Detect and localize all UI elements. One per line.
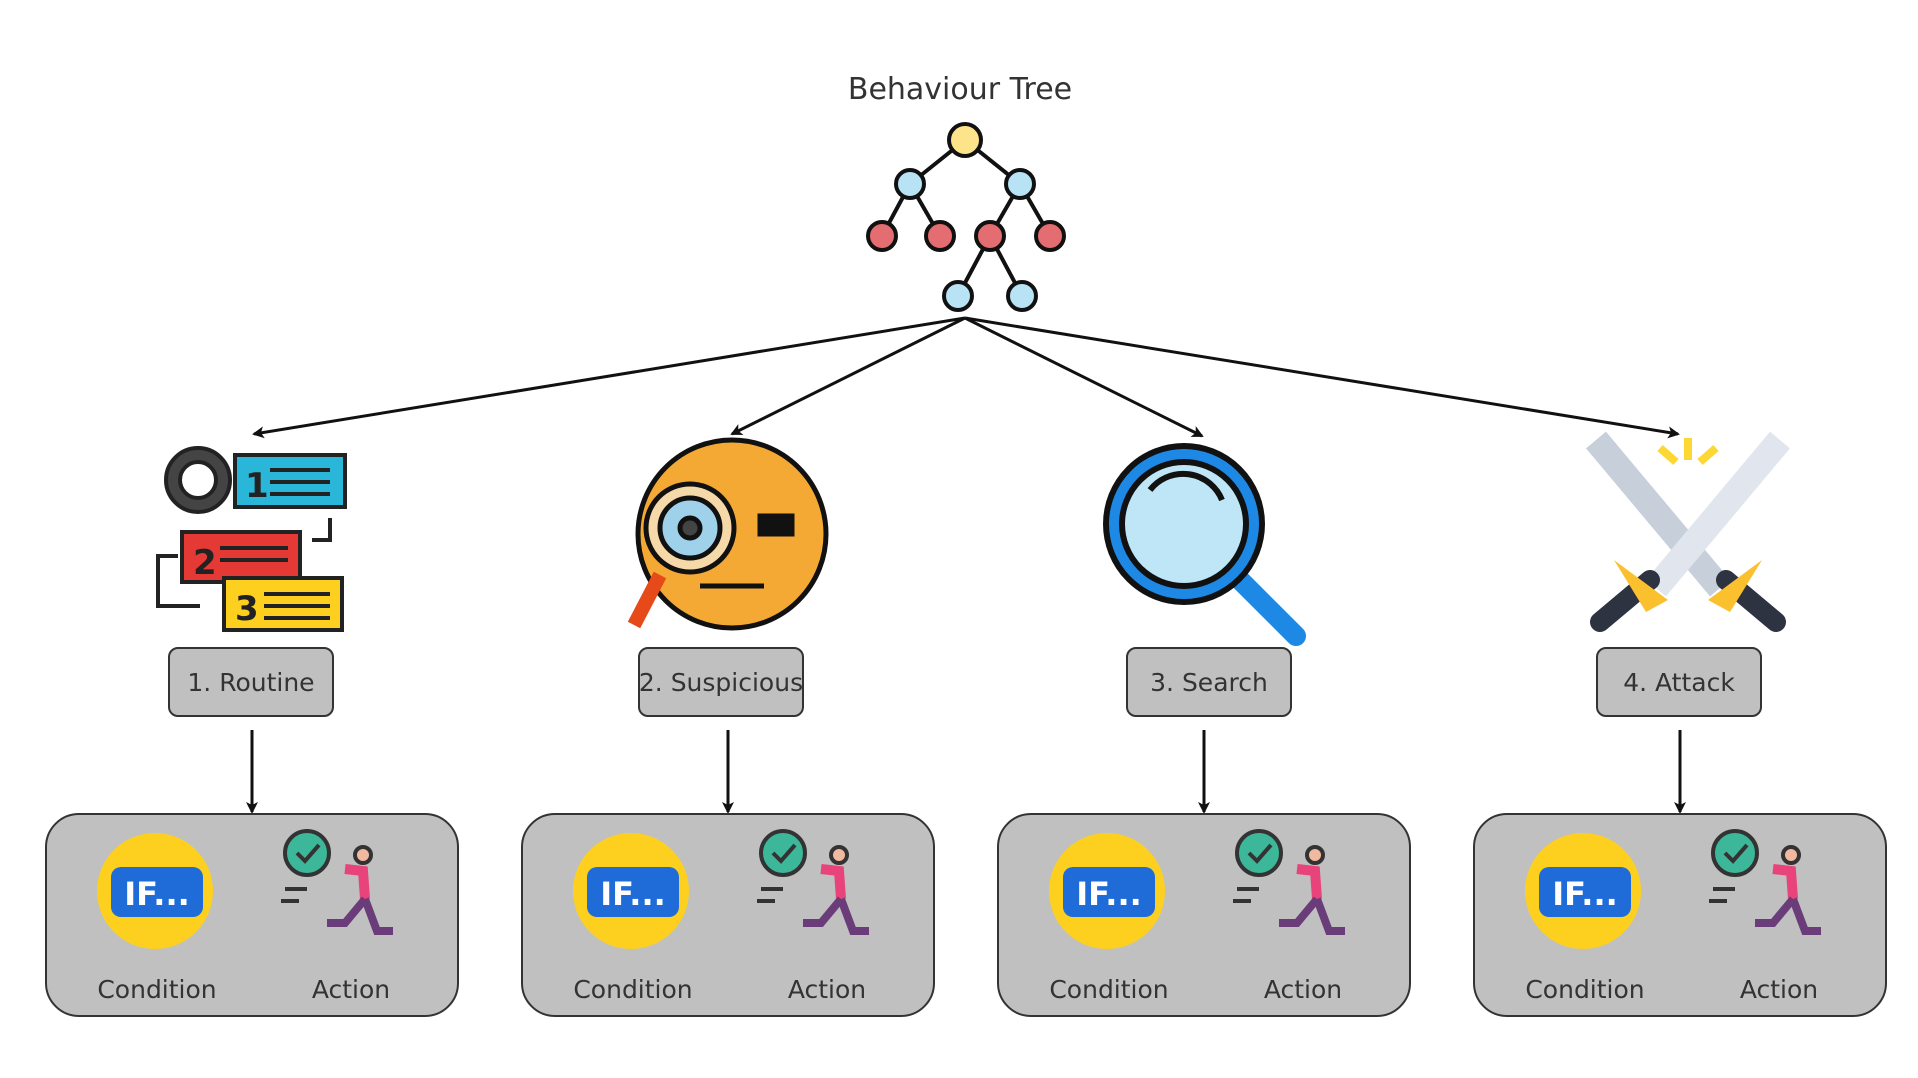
- group-icons: IF...: [573, 829, 869, 949]
- group-icons: IF...: [1525, 829, 1821, 949]
- state-group-box: IF... Condition Action: [521, 813, 935, 1017]
- running-action-icon: [757, 829, 869, 935]
- condition-label: Condition: [1049, 975, 1169, 1004]
- state-attack-label: 4. Attack: [1596, 647, 1762, 717]
- action-label: Action: [1263, 975, 1343, 1004]
- tree-icon: [866, 122, 1066, 312]
- arrow-to-search: [964, 316, 1204, 438]
- svg-text:2: 2: [193, 543, 217, 583]
- state-group-box: IF... Condition Action: [45, 813, 459, 1017]
- if-condition-icon: IF...: [97, 833, 213, 949]
- if-icon-text: IF...: [600, 875, 666, 913]
- numbered-list-gear-icon: 1 2 3: [156, 446, 347, 632]
- running-action-icon: [281, 829, 393, 935]
- running-action-icon: [1709, 829, 1821, 935]
- if-icon-text: IF...: [1552, 875, 1618, 913]
- if-icon-text: IF...: [1076, 875, 1142, 913]
- state-arrows: [246, 730, 1686, 814]
- if-condition-icon: IF...: [573, 833, 689, 949]
- svg-text:1: 1: [245, 466, 269, 506]
- arrow-to-suspicious: [730, 316, 966, 436]
- if-icon-text: IF...: [124, 875, 190, 913]
- diagram-title: Behaviour Tree: [847, 72, 1073, 107]
- running-action-icon: [1233, 829, 1345, 935]
- condition-label: Condition: [97, 975, 217, 1004]
- arrow-to-routine: [252, 316, 966, 439]
- state-suspicious-label: 2. Suspicious: [638, 647, 804, 717]
- state-group-box: IF... Condition Action: [1473, 813, 1887, 1017]
- action-label: Action: [1739, 975, 1819, 1004]
- magnifier-icon: [1103, 443, 1306, 646]
- tree-arrows: [252, 316, 1680, 439]
- group-icons: IF...: [1049, 829, 1345, 949]
- state-search-label: 3. Search: [1126, 647, 1292, 717]
- state-routine-label: 1. Routine: [168, 647, 334, 717]
- group-icons: IF...: [97, 829, 393, 949]
- if-condition-icon: IF...: [1049, 833, 1165, 949]
- condition-label: Condition: [573, 975, 693, 1004]
- action-label: Action: [787, 975, 867, 1004]
- action-label: Action: [311, 975, 391, 1004]
- crossed-swords-icon: [1586, 431, 1790, 632]
- state-group-box: IF... Condition Action: [997, 813, 1411, 1017]
- arrow-to-attack: [964, 316, 1680, 439]
- monocle-face-icon: [627, 437, 829, 631]
- svg-text:3: 3: [235, 589, 259, 629]
- condition-label: Condition: [1525, 975, 1645, 1004]
- if-condition-icon: IF...: [1525, 833, 1641, 949]
